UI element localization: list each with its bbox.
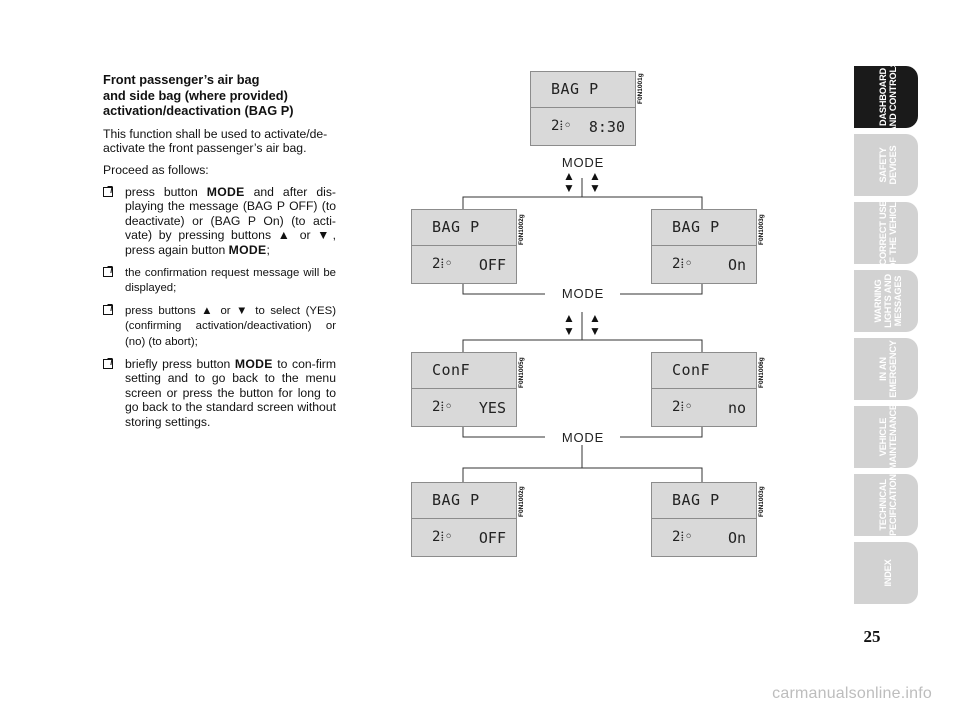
display-title: ConF [432, 361, 471, 379]
passenger-level-icon: 2⁞◦ [432, 399, 453, 415]
passenger-level-icon: 2⁞◦ [672, 256, 693, 272]
checkbox-bullet-icon [103, 186, 113, 197]
step-item: the confirmation request message will be… [103, 265, 336, 296]
display-value: On [727, 529, 746, 547]
mode-keyword: MODE [228, 242, 267, 257]
step-item: press buttons ▲ or ▼ to select (YES) (co… [103, 303, 336, 350]
display-title: BAG P [432, 491, 480, 509]
checkbox-bullet-icon [103, 358, 113, 369]
steps-list: press button MODE and after dis-playing … [103, 185, 336, 430]
passenger-level-icon: 2⁞◦ [551, 118, 572, 134]
down-arrow-icon: ▼ [563, 324, 575, 338]
up-arrow-icon: ▲ [589, 169, 601, 183]
checkbox-bullet-icon [103, 304, 113, 315]
display-bag-p-on-result: BAG P 2⁞◦ On [651, 482, 757, 557]
passenger-level-icon: 2⁞◦ [432, 529, 453, 545]
figure-code: F0N1002g [518, 486, 525, 517]
mode-keyword: MODE [234, 356, 273, 371]
passenger-level-icon: 2⁞◦ [432, 256, 453, 272]
tab-vehicle-maintenance[interactable]: VEHICLE MAINTENANCE [854, 404, 918, 470]
watermark: carmanualsonline.info [772, 685, 932, 702]
mode-label: MODE [561, 155, 605, 170]
display-value: no [727, 399, 746, 417]
down-arrow-icon: ▼ [563, 181, 575, 195]
figure-code: F0N1002g [518, 214, 525, 245]
up-arrow-icon: ▲ [563, 311, 575, 325]
display-value: YES [478, 399, 506, 417]
tab-in-an-emergency[interactable]: IN AN EMERGENCY [854, 338, 918, 400]
display-bag-p-on: BAG P 2⁞◦ On [651, 209, 757, 284]
down-arrow-icon: ▼ [589, 324, 601, 338]
heading-line: and side bag (where provided) [103, 87, 288, 103]
display-default-screen: BAG P 2⁞◦ 8:30 [530, 71, 636, 146]
up-arrow-icon: ▲ [563, 169, 575, 183]
tab-warning-lights[interactable]: WARNING LIGHTS AND MESSAGES [854, 270, 918, 332]
down-arrow-icon: ▼ [589, 181, 601, 195]
figure-code: F0N1001g [637, 73, 644, 104]
display-title: ConF [672, 361, 711, 379]
tab-index[interactable]: INDEX [854, 542, 918, 604]
passenger-level-icon: 2⁞◦ [672, 529, 693, 545]
up-arrow-icon: ▲ [589, 311, 601, 325]
step-item: briefly press button MODE to con-firm se… [103, 357, 336, 430]
display-value: OFF [478, 529, 506, 547]
mode-label: MODE [561, 286, 605, 301]
intro-paragraph: This function shall be used to activate/… [103, 126, 328, 156]
display-title: BAG P [672, 218, 720, 236]
heading-line: Front passenger’s air bag [103, 72, 260, 87]
figure-code: F0N1003g [758, 214, 765, 245]
step-item: press button MODE and after dis-playing … [103, 185, 336, 258]
display-bag-p-off-result: BAG P 2⁞◦ OFF [411, 482, 517, 557]
tab-technical-specifications[interactable]: TECHNICAL SPECIFICATIONS [854, 468, 918, 542]
tab-dashboard-and-controls[interactable]: DASHBOARD AND CONTROLS [854, 61, 918, 133]
page-number: 25 [863, 627, 881, 646]
display-title: BAG P [432, 218, 480, 236]
display-conf-no: ConF 2⁞◦ no [651, 352, 757, 427]
display-title: BAG P [551, 80, 599, 98]
figure-code: F0N1003g [758, 486, 765, 517]
section-heading: Front passenger’s air bag and side bag (… [103, 72, 336, 119]
checkbox-bullet-icon [103, 266, 113, 277]
passenger-level-icon: 2⁞◦ [672, 399, 693, 415]
display-bag-p-off: BAG P 2⁞◦ OFF [411, 209, 517, 284]
tab-safety-devices[interactable]: SAFETY DEVICES [854, 134, 918, 196]
display-value: 8:30 [588, 118, 625, 136]
figure-code: F0N1005g [518, 357, 525, 388]
display-conf-yes: ConF 2⁞◦ YES [411, 352, 517, 427]
display-value: OFF [478, 256, 506, 274]
figure-code: F0N1006g [758, 357, 765, 388]
display-value: On [727, 256, 746, 274]
instructions-column: Front passenger’s air bag and side bag (… [103, 72, 336, 436]
mode-label: MODE [561, 430, 605, 445]
heading-line: activation/deactivation (BAG P) [103, 103, 294, 119]
tab-correct-use[interactable]: CORRECT USE OF THE VEHICLE [854, 196, 918, 270]
display-title: BAG P [672, 491, 720, 509]
proceed-paragraph: Proceed as follows: [103, 162, 209, 177]
mode-keyword: MODE [206, 184, 245, 199]
